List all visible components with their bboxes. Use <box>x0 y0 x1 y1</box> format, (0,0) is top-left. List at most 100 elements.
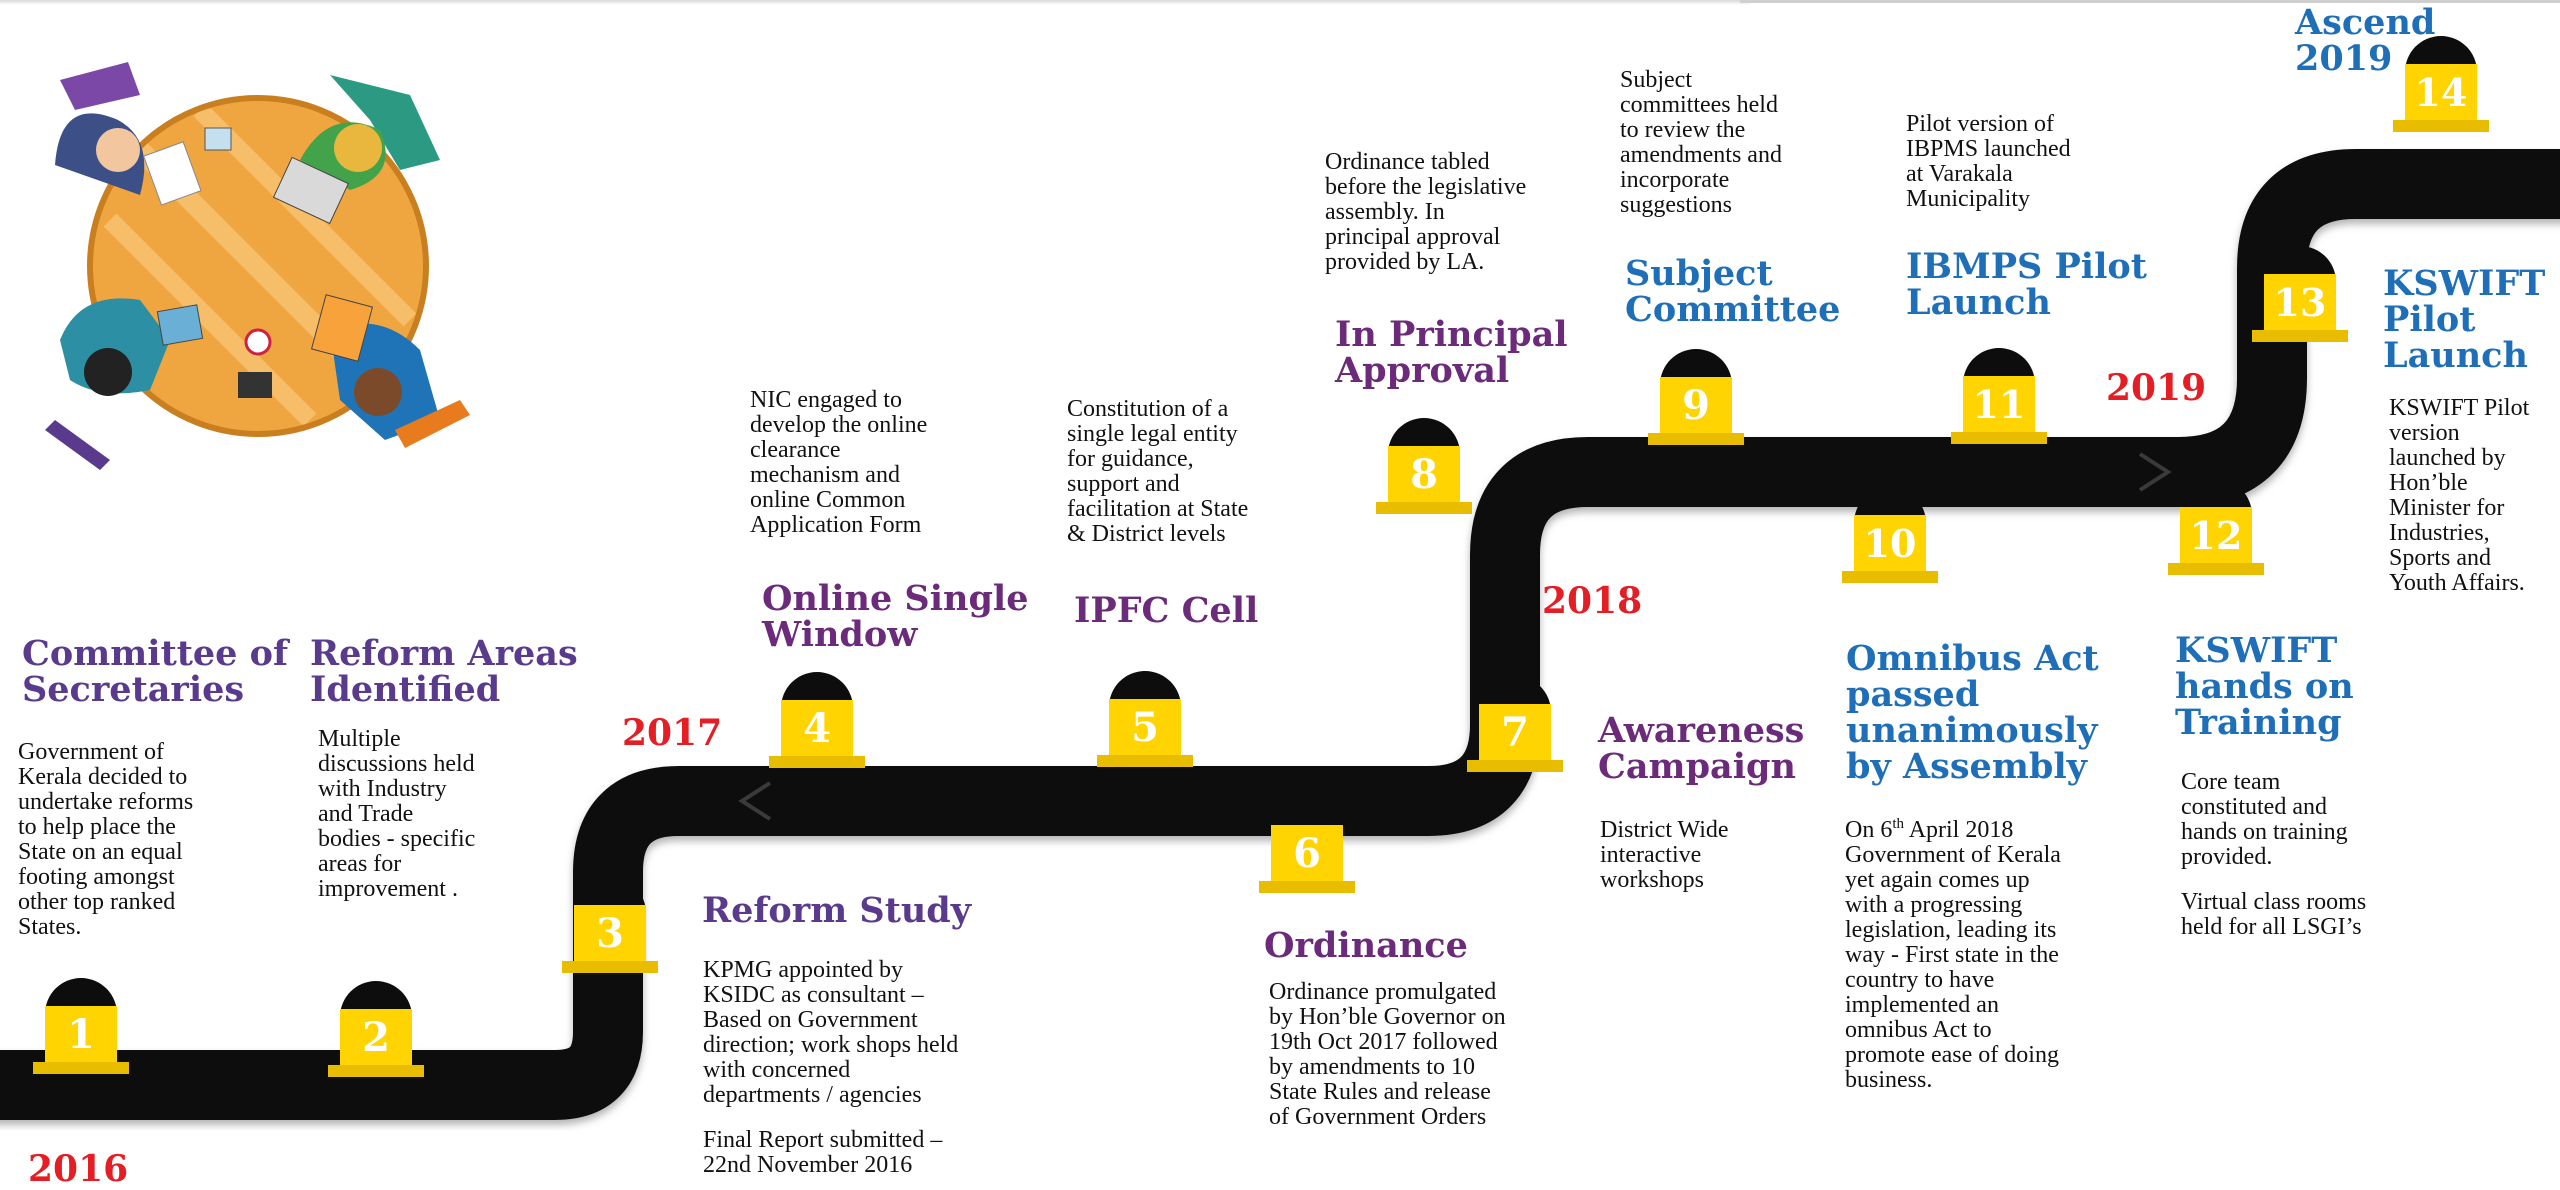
marker-number: 11 <box>1963 376 2035 434</box>
meeting-table-illustration <box>45 62 470 470</box>
marker-base <box>1259 881 1355 893</box>
desc-line: at Varakala <box>1906 161 2013 187</box>
year-label-2016: 2016 <box>28 1148 129 1190</box>
desc-line: clearance <box>750 437 841 463</box>
desc-line: develop the online <box>750 412 928 438</box>
title-line: hands on <box>2175 666 2354 707</box>
desc-line: Ordinance tabled <box>1325 149 1490 175</box>
desc-line: direction; work shops held <box>703 1032 959 1058</box>
milestone-marker-1: 1 <box>33 978 129 1074</box>
marker-number: 8 <box>1388 446 1460 504</box>
desc-line: KSWIFT Pilot <box>2389 395 2530 421</box>
marker-base <box>1842 571 1938 583</box>
milestone-marker-2: 2 <box>328 981 424 1077</box>
top-shadow <box>0 0 1750 5</box>
desc-line: Final Report submitted – <box>703 1127 943 1153</box>
title-line: Ascend <box>2295 2 2436 43</box>
title-line: IPFC Cell <box>1074 590 1259 631</box>
desc-line: incorporate <box>1620 167 1730 193</box>
desc-line: IBPMS launched <box>1906 136 2071 162</box>
desc-line: omnibus Act to <box>1845 1017 1992 1043</box>
desc-line: legislation, leading its <box>1845 917 2057 943</box>
desc-line: to help place the <box>18 814 176 840</box>
desc-line: principal approval <box>1325 224 1501 250</box>
desc-line: promote ease of doing <box>1845 1042 2059 1068</box>
marker-number: 1 <box>45 1006 117 1064</box>
marker-number: 7 <box>1479 704 1551 762</box>
desc-line: provided. <box>2181 844 2273 870</box>
desc-line: Sports and <box>2389 545 2491 571</box>
desc-line: constituted and <box>2181 794 2327 820</box>
milestone-title-6: Ordinance <box>1264 928 1468 964</box>
desc-line <box>703 1108 958 1128</box>
marker-number: 9 <box>1660 377 1732 435</box>
desc-line: bodies - specific <box>318 826 476 852</box>
marker-base <box>562 961 658 973</box>
desc-line: launched by <box>2389 445 2506 471</box>
desc-line: other top ranked <box>18 889 176 915</box>
desc-line: discussions held <box>318 751 475 777</box>
desc-line: Virtual class rooms <box>2181 889 2367 915</box>
year-label-2019: 2019 <box>2106 367 2207 409</box>
marker-number: 13 <box>2264 274 2336 332</box>
desc-line: Subject <box>1620 67 1692 93</box>
marker-base <box>1376 502 1472 514</box>
desc-line: 19th Oct 2017 followed <box>1269 1029 1498 1055</box>
desc-line: way - First state in the <box>1845 942 2059 968</box>
desc-line: States. <box>18 914 82 940</box>
desc-line: KSIDC as consultant – <box>703 982 924 1008</box>
desc-line: online Common <box>750 487 906 513</box>
title-line: passed <box>1846 674 1980 715</box>
marker-number: 4 <box>781 700 853 758</box>
desc-line: interactive <box>1600 842 1702 868</box>
desc-line: Application Form <box>750 512 922 538</box>
title-line: Reform Areas <box>310 633 578 674</box>
desc-line: Industries, <box>2389 520 2490 546</box>
desc-line: workshops <box>1600 867 1705 893</box>
milestone-marker-11: 11 <box>1951 348 2047 444</box>
desc-prefix: On 6 <box>1845 817 1893 843</box>
desc-line: mechanism and <box>750 462 900 488</box>
marker-number: 6 <box>1271 825 1343 883</box>
desc-line: and Trade <box>318 801 414 827</box>
desc-line: provided by LA. <box>1325 249 1485 275</box>
desc-line: hands on training <box>2181 819 2348 845</box>
desc-line: amendments and <box>1620 142 1782 168</box>
marker-number: 2 <box>340 1009 412 1067</box>
year-label-2018: 2018 <box>1542 580 1643 622</box>
title-line: Approval <box>1335 350 1510 391</box>
title-line: Committee <box>1625 289 1841 330</box>
desc-line: support and <box>1067 471 1180 497</box>
desc-line: suggestions <box>1620 192 1733 218</box>
title-line: Campaign <box>1598 746 1796 787</box>
marker-number: 3 <box>574 905 646 963</box>
desc-line: improvement . <box>318 876 458 902</box>
milestone-title-3: Reform Study <box>702 893 971 929</box>
milestone-marker-3: 3 <box>562 877 658 973</box>
person-bottom-right <box>310 294 470 448</box>
title-line: Committee of <box>22 633 289 674</box>
desc-line: Hon’ble <box>2389 470 2468 496</box>
marker-base <box>328 1065 424 1077</box>
title-line: Launch <box>2383 335 2528 376</box>
title-line: by Assembly <box>1846 746 2087 787</box>
title-line: Subject <box>1625 253 1773 294</box>
desc-line: Pilot version of <box>1906 111 2054 137</box>
title-line: Omnibus Act <box>1846 638 2099 679</box>
title-line: IBMPS Pilot <box>1906 246 2147 287</box>
title-line: In Principal <box>1335 314 1568 355</box>
